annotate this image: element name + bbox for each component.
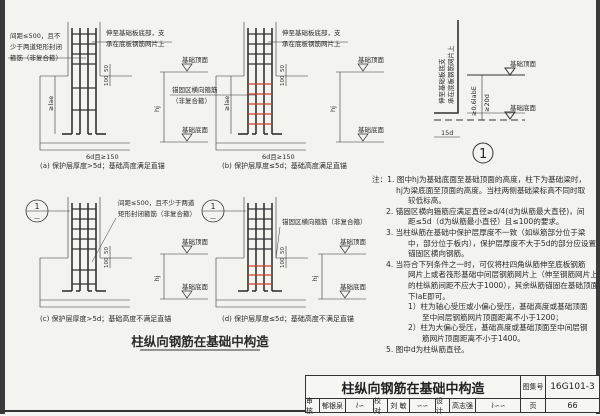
figure-c-stirrup-note: 矩形封闭箍筋（非复合箍） [118, 209, 196, 218]
figure-a-stirrup-note: 间距≤500，且不 [10, 32, 61, 40]
figure-c-bottom-label: 基础底面 [182, 282, 209, 291]
page-number: 66 [567, 401, 578, 410]
note-line: 锚固区横向钢筋。 [408, 249, 469, 259]
figure-a-top-label: 基础顶面 [182, 55, 209, 64]
atlas-label: 图集号 [521, 376, 546, 398]
figure-d-caption: (d) 保护层厚度≤5d；基础高度不满足直锚 [222, 314, 354, 323]
figure-b-dim-bottom: 6d且≥150 [262, 153, 295, 161]
figure-d-dim-100: 100 [280, 257, 286, 268]
check-label: 校对 [374, 397, 388, 415]
note-line: 3. 当柱纵筋在基础中保护层厚度不一致（如纵筋部分位于梁 [386, 227, 586, 237]
figure-c-dim-hj: hj [153, 275, 161, 281]
figure-d-detail-ref: 1 [211, 202, 216, 211]
figure-c-top-label: 基础顶面 [182, 237, 209, 246]
note-line: 筋网片顶面距离不小于1400。 [422, 333, 525, 343]
title-block: 柱纵向钢筋在基础中构造 图集号 16G101-3 审核 郁银泉 ⌇∽ 校对 刘 … [305, 375, 600, 415]
frame-left [0, 0, 5, 414]
figure-a-dim-lae: ≥lae [47, 96, 55, 111]
figure-b-extend-note: 伸至基础板底部，支 [282, 28, 341, 37]
note-line: 2. 锚固区横向箍筋应满足直径≥d/4(d为纵筋最大直径)，间 [386, 206, 585, 216]
detail-1-note-2: 承在底板钢筋网片上 [446, 45, 455, 104]
main-title: 柱纵向钢筋在基础中构造 [131, 334, 269, 349]
note-line: 注：1. 图中hj为基础底面至基础顶面的高度，柱下为基础梁时， [372, 175, 587, 184]
figure-b [170, 22, 384, 151]
figure-b-anchor-note: （非复合箍） [172, 96, 211, 105]
note-line: 下laE即可。 [408, 291, 450, 301]
note-line: 的柱纵筋间距不应大于1000），其余纵筋锚固在基础顶面 [408, 280, 599, 290]
figure-a-bottom-label: 基础底面 [182, 125, 209, 134]
detail-1-bottom-label: 基础底面 [510, 103, 537, 112]
figure-c [25, 197, 208, 308]
detail-1-dim-15d: 15d [441, 129, 453, 137]
detail-1-note-1: 伸至基础板底支 [437, 58, 446, 104]
note-line: 网片上或者筏形基础中间层钢筋网片上（伸至钢筋网片上 [408, 270, 598, 280]
detail-1-top-label: 基础顶面 [510, 59, 537, 68]
figure-b-dim-lae: ≥lae [223, 96, 231, 111]
checker-signature: ∽∽ [410, 399, 436, 412]
figure-b-anchor-note: 锚固区横向箍筋 [172, 85, 218, 94]
atlas-number: 16G101-3 [550, 382, 595, 392]
figure-b-top-label: 基础顶面 [358, 55, 385, 64]
figure-d [201, 197, 366, 308]
designer-signature: ⌇∽∽ [476, 399, 521, 412]
figure-c-detail-ref: 1 [35, 202, 40, 211]
design-label: 设计 [436, 397, 450, 415]
page-label: 页 [521, 399, 546, 412]
note-line: 至中间层钢筋网片顶面距离不小于1200； [422, 312, 563, 322]
frame-right [596, 0, 600, 414]
figure-d-detail-ref-bottom: — [210, 215, 216, 222]
figure-c-caption: (c) 保护层厚度>5d；基础高度不满足直锚 [40, 314, 171, 323]
note-line: 5. 图中d为柱纵筋直径。 [386, 344, 469, 354]
figure-a-stirrup-note: 少于两道矩形封闭 [10, 42, 62, 51]
notes: 注：1. 图中hj为基础底面至基础顶面的高度，柱下为基础梁时，hj为梁底面至顶面… [372, 175, 599, 355]
figure-b-dim-50: 50 [280, 65, 286, 72]
detail-1-dim-20d: ≥20d [483, 94, 491, 112]
note-line: 2）柱为大偏心受压，基础高度或基础顶面至中间层钢 [408, 323, 588, 333]
note-line: 中，部分位于板内），保护层厚度不大于5d的部分应设置 [408, 238, 597, 248]
figure-c-stirrup-note: 间距≤500，且不少于两道 [118, 198, 195, 207]
figure-b-dim-hj: hj [329, 106, 337, 112]
figure-a-caption: (a) 保护层厚度>5d；基础高度满足直锚 [40, 161, 165, 170]
figure-a-dim-hj: hj [153, 106, 161, 112]
reviewer: 郁银泉 [320, 399, 346, 412]
figure-a-extend-note: 伸至基础板底部，支 [106, 28, 165, 37]
figure-b-extend-note: 承在底板钢筋网片上 [282, 39, 341, 48]
detail-1-dim-anchor: ≥0.6labE [470, 86, 478, 116]
note-line: 距≤5d（d为纵筋最小直径）且≤100的要求。 [408, 217, 564, 227]
checker: 刘 敏 [388, 399, 410, 412]
figure-a-stirrup-note: 箍筋（非复合箍） [10, 53, 62, 62]
figure-d-dim-hj: hj [311, 275, 319, 281]
figure-a-dim-100: 100 [104, 75, 110, 86]
figure-d-anchor-note: 锚固区横向箍筋（非复合箍） [282, 217, 367, 226]
designer: 高志强 [450, 399, 476, 412]
figure-a [8, 22, 208, 151]
review-label: 审核 [306, 397, 320, 415]
figure-a-dim-bottom: 6d且≥150 [86, 153, 119, 161]
figure-c-dim-100: 100 [104, 257, 110, 268]
note-line: 1）柱为轴心受压或小偏心受压，基础高度或基础顶面 [408, 302, 588, 312]
title-block-title: 柱纵向钢筋在基础中构造 [306, 376, 521, 398]
figure-a-extend-note: 承在底板钢筋网片上 [106, 39, 165, 48]
figure-b-bottom-label: 基础底面 [358, 125, 385, 134]
reviewer-signature: ⌇∽ [346, 399, 374, 412]
figure-d-bottom-label: 基础底面 [340, 282, 367, 291]
figure-d-dim-50: 50 [280, 247, 286, 254]
detail-1 [434, 20, 525, 164]
figure-d-top-label: 基础顶面 [340, 237, 367, 246]
figure-a-dim-50: 50 [104, 65, 110, 72]
detail-1-ref: 1 [479, 147, 487, 162]
figure-b-caption: (b) 保护层厚度≤5d；基础高度满足直锚 [222, 161, 347, 170]
note-line: 4. 当符合下列条件之一时，可仅将柱四角纵筋伸至底板钢筋 [386, 259, 586, 269]
note-line: hj为梁底面至顶面的高度。当柱两侧基础梁标高不同时取 [396, 185, 586, 195]
figure-b-dim-100: 100 [280, 75, 286, 86]
note-line: 较低标高。 [408, 196, 446, 206]
figure-c-dim-50: 50 [104, 247, 110, 254]
figure-c-detail-ref-bottom: — [34, 215, 40, 222]
